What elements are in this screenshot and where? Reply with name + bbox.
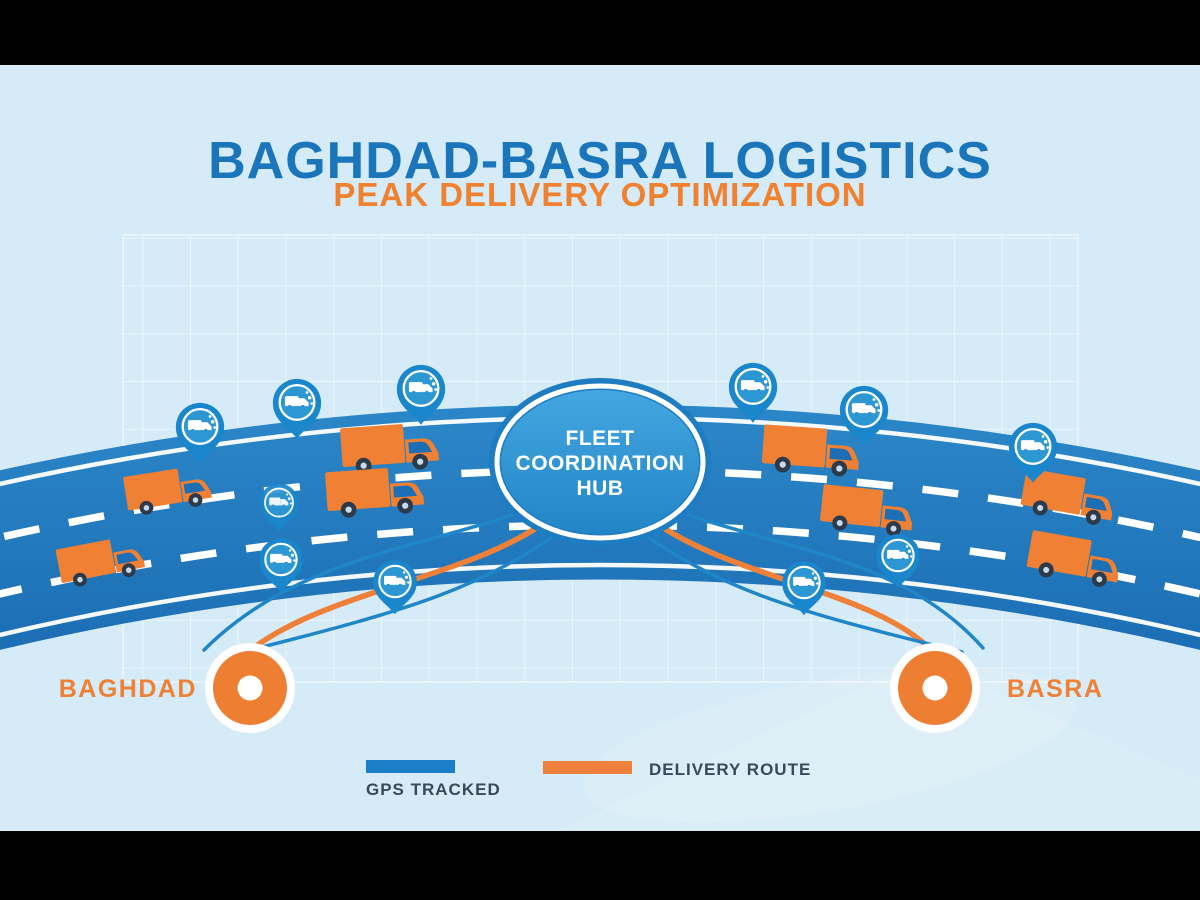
legend-swatch-gps-tracked [366,760,455,773]
page-title: BAGHDAD-BASRA LOGISTICS [208,132,992,190]
letterbox-bar-top [0,0,1200,65]
hub-label-line3: HUB [576,476,624,500]
legend-label-gps-tracked: GPS TRACKED [366,780,501,799]
gps-tracked-curve [202,504,538,652]
letterbox-bar-bottom [0,831,1200,900]
legend-label-delivery-route: DELIVERY ROUTE [649,760,812,779]
gps-tracked-curve [662,504,985,650]
legend-swatch-delivery-route [543,761,632,774]
city-label-baghdad: BAGHDAD [58,675,197,703]
hub-label-line2: COORDINATION [515,451,685,475]
fleet-hub-label: FLEET COORDINATION HUB [497,427,703,501]
city-marker-baghdad [205,643,295,733]
fleet-hub-circle [489,378,711,546]
road-edge-line-bottom [0,562,1200,638]
gps-tracked-curve [228,525,569,657]
hub-label-line1: FLEET [565,427,635,450]
gps-tracked-curve [631,525,964,654]
city-marker-basra [890,643,980,733]
city-label-basra: BASRA [1007,675,1104,703]
page-subtitle: PEAK DELIVERY OPTIMIZATION [333,176,867,213]
